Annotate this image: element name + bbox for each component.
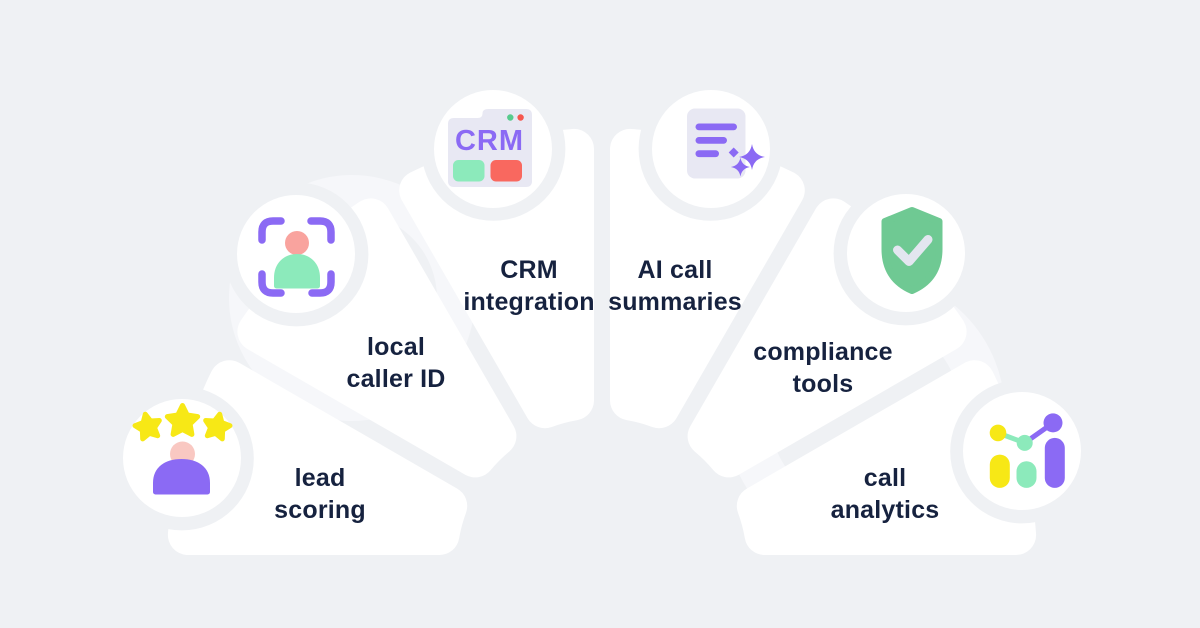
label-line-2: caller ID <box>346 365 446 393</box>
feature-label-crm-integration: CRM integration <box>463 254 594 318</box>
shield <box>881 207 943 295</box>
compliance-tools-icon-badge <box>846 194 965 313</box>
lead-scoring-icon-badge <box>122 399 241 518</box>
crm-integration-icon-badge: CRM <box>434 89 553 208</box>
label-line-1: compliance <box>753 338 893 366</box>
label-line-2: analytics <box>830 496 940 524</box>
feature-label-lead-scoring: lead scoring <box>274 462 366 526</box>
feature-label-ai-call-summaries: AI call summaries <box>608 254 742 318</box>
label-line-1: call <box>863 464 907 492</box>
text-lines <box>695 123 737 157</box>
person-head <box>285 231 310 256</box>
label-line-2: scoring <box>274 496 366 524</box>
person-body <box>152 459 210 495</box>
window-dot-green <box>507 114 514 121</box>
label-line-2: summaries <box>608 288 742 316</box>
checkmark-icon <box>892 235 933 267</box>
window-dot-red <box>517 114 525 121</box>
local-caller-id-icon-badge <box>237 195 356 314</box>
label-line-1: CRM <box>500 256 558 284</box>
person-body <box>274 254 321 289</box>
green-tile <box>453 159 485 182</box>
sparkles-icon <box>728 143 765 177</box>
person-focus-frame-icon <box>258 217 336 298</box>
trend-dots <box>989 413 1063 452</box>
coral-tile <box>490 159 523 182</box>
feature-label-call-analytics: call analytics <box>831 462 940 526</box>
label-line-1: AI call <box>637 256 713 284</box>
label-line-2: tools <box>792 370 854 398</box>
crm-wordmark: CRM <box>455 125 524 157</box>
chart-bars <box>989 438 1065 489</box>
call-analytics-icon-badge <box>963 392 1082 511</box>
document-sparkles-icon <box>686 108 765 179</box>
shield-checkmark-icon <box>881 207 943 295</box>
person-stars-icon <box>123 399 241 495</box>
feature-label-compliance-tools: compliance tools <box>753 336 893 400</box>
bar-chart-trendline-icon <box>989 413 1065 489</box>
focus-frame-icon <box>258 217 336 298</box>
label-line-2: integration <box>463 288 595 316</box>
ai-call-summaries-icon-badge <box>651 89 770 208</box>
label-line-1: lead <box>294 464 346 492</box>
label-line-1: local <box>367 333 425 361</box>
crm-browser-window-icon: CRM <box>448 108 533 187</box>
three-stars-icon <box>133 406 232 440</box>
feature-label-local-caller-id: local caller ID <box>346 331 445 395</box>
